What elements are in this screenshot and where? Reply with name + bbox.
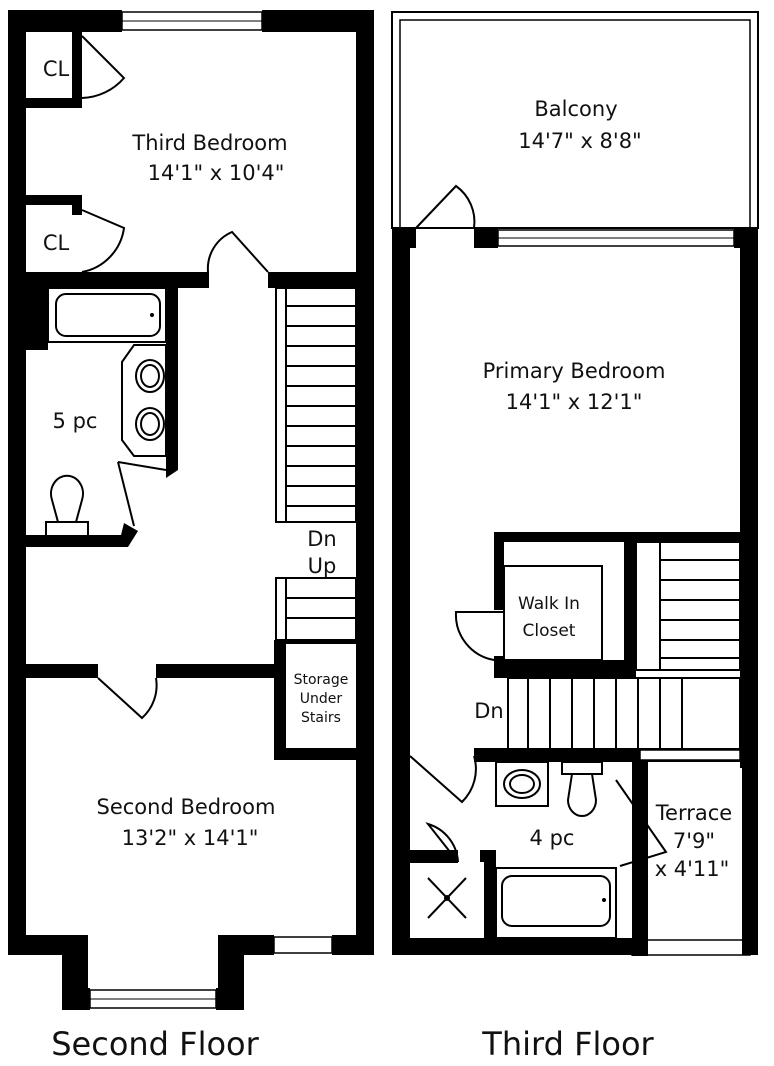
third-bedroom-size: 14'1" x 10'4"	[148, 161, 285, 185]
primary-bedroom-size: 14'1" x 12'1"	[506, 390, 643, 414]
terrace-size-line1: 7'9"	[673, 829, 715, 853]
storage-label-line1: Storage	[294, 672, 349, 688]
second-floor-bath-label: 5 pc	[53, 409, 98, 433]
third-floor-bath-label: 4 pc	[530, 826, 575, 850]
closet-2-label: CL	[43, 231, 70, 255]
storage-label-line3: Stairs	[301, 710, 341, 726]
closet-1-label: CL	[43, 57, 70, 81]
second-floor-caption: Second Floor	[51, 1025, 259, 1063]
third-floor-caption: Third Floor	[481, 1025, 654, 1063]
balcony-size: 14'7" x 8'8"	[518, 129, 641, 153]
terrace-name: Terrace	[655, 801, 732, 825]
stairs-down-label: Dn	[307, 527, 336, 551]
third-floor-stairs-down-label: Dn	[474, 699, 503, 723]
second-bedroom-size: 13'2" x 14'1"	[122, 826, 259, 850]
third-floor-plan	[391, 11, 759, 956]
stair-treads-right	[660, 559, 740, 659]
stair-treads-upper	[286, 305, 356, 507]
storage-label-line2: Under	[300, 691, 343, 707]
terrace-size-line2: x 4'11"	[655, 857, 730, 881]
walk-in-closet-line1: Walk In	[518, 594, 580, 614]
walk-in-closet-line2: Closet	[523, 621, 576, 641]
second-floor-plan	[8, 10, 374, 1010]
stairs-up-label: Up	[308, 554, 337, 578]
balcony-name: Balcony	[534, 97, 617, 121]
third-bedroom-name: Third Bedroom	[131, 131, 287, 155]
primary-bedroom-name: Primary Bedroom	[483, 359, 666, 383]
second-bedroom-name: Second Bedroom	[97, 795, 276, 819]
stair-treads-bottom	[527, 678, 683, 750]
